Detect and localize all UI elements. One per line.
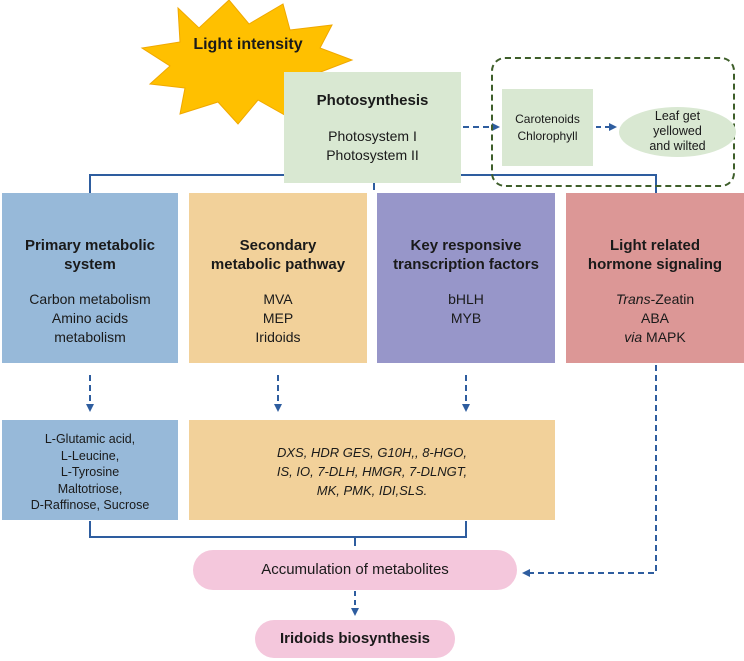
col1-body-line-2: Amino acids — [51, 310, 129, 326]
bracket-bottom — [89, 521, 467, 546]
col1-body: Carbon metabolism Amino acids metabolism — [2, 290, 178, 347]
accumulation-pill: Accumulation of metabolites — [193, 550, 517, 590]
photosynthesis-title: Photosynthesis — [316, 92, 429, 109]
col2-body-line-2: MEP — [262, 310, 294, 326]
secondary-metabolic-box: Secondary metabolic pathway MVA MEP Irid… — [189, 193, 367, 363]
col3-body-line-2: MYB — [450, 310, 482, 326]
zeatin-text: -Zeatin — [650, 291, 695, 307]
photosystem-1: Photosystem I — [328, 128, 417, 144]
col3-title-line-2: transcription factors — [393, 256, 539, 273]
col4-title-line-2: hormone signaling — [587, 256, 723, 273]
leaf-line-2: yellowed — [653, 124, 702, 138]
gene-line-3: MK, PMK, IDI,SLS. — [316, 483, 428, 498]
gene-line-1: DXS, HDR GES, G10H,, 8-HGO, — [277, 445, 467, 460]
photosynthesis-body: Photosystem I Photosystem II — [284, 127, 461, 165]
col2-title-line-1: Secondary — [239, 237, 317, 254]
leaf-line-1: Leaf get — [654, 109, 701, 123]
pigment-effect-group — [491, 57, 735, 187]
col4-body-line-2: ABA — [640, 310, 669, 326]
col1-title-line-1: Primary metabolic — [24, 237, 156, 254]
leaf-effect-ellipse: Leaf get yellowed and wilted — [619, 107, 736, 157]
col3-body-line-1: bHLH — [448, 291, 484, 307]
metabolite-4: Maltotriose, — [57, 481, 123, 496]
mapk-text: MAPK — [642, 329, 686, 345]
hormone-signaling-box: Light related hormone signaling Trans-Ze… — [566, 193, 744, 363]
metabolite-1: L-Glutamic acid, — [44, 432, 136, 446]
carotenoids-label: Carotenoids — [515, 112, 580, 126]
transcription-factors-box: Key responsive transcription factors bHL… — [377, 193, 555, 363]
gene-line-2: IS, IO, 7-DLH, HMGR, 7-DLNGT, — [276, 464, 468, 479]
primary-metabolic-box: Primary metabolic system Carbon metaboli… — [2, 193, 178, 363]
pigments-box: Carotenoids Chlorophyll — [502, 89, 593, 166]
col4-title-line-1: Light related — [609, 237, 700, 254]
gene-list: DXS, HDR GES, G10H,, 8-HGO, IS, IO, 7-DL… — [189, 420, 555, 520]
chlorophyll-label: Chlorophyll — [517, 129, 578, 143]
trans-prefix: Trans — [615, 291, 651, 307]
light-intensity-label: Light intensity — [193, 36, 303, 53]
col2-body: MVA MEP Iridoids — [189, 290, 367, 347]
col2-title-line-2: metabolic pathway — [210, 256, 346, 273]
arrow-hormone-to-accumulation — [522, 365, 657, 577]
leaf-line-3: and wilted — [649, 139, 706, 153]
col4-body-line-1: Trans-Zeatin — [566, 290, 744, 309]
col4-title: Light related hormone signaling — [566, 236, 744, 274]
photosystem-2: Photosystem II — [326, 147, 419, 163]
col4-body: Trans-Zeatin ABA via MAPK — [566, 290, 744, 347]
metabolite-3: L-Tyrosine — [60, 465, 120, 479]
col1-body-line-1: Carbon metabolism — [29, 291, 151, 307]
col3-title-line-1: Key responsive — [410, 237, 522, 254]
col2-body-line-3: Iridoids — [255, 329, 301, 345]
col3-body: bHLH MYB — [377, 290, 555, 328]
col1-body-line-3: metabolism — [54, 329, 126, 345]
col1-title-line-2: system — [64, 256, 116, 273]
col4-body-line-3: via MAPK — [566, 328, 744, 347]
col2-body-line-1: MVA — [263, 291, 293, 307]
col3-title: Key responsive transcription factors — [377, 236, 555, 274]
photosynthesis-box: Photosynthesis Photosystem I Photosystem… — [284, 72, 461, 183]
col1-title: Primary metabolic system — [2, 236, 178, 274]
primary-metabolites-list: L-Glutamic acid, L-Leucine, L-Tyrosine M… — [2, 420, 178, 520]
metabolite-5: D-Raffinose, Sucrose — [30, 498, 150, 512]
metabolite-2: L-Leucine, — [60, 448, 120, 463]
iridoids-biosynthesis-pill: Iridoids biosynthesis — [255, 620, 455, 658]
via-prefix: via — [624, 329, 643, 345]
col2-title: Secondary metabolic pathway — [189, 236, 367, 274]
